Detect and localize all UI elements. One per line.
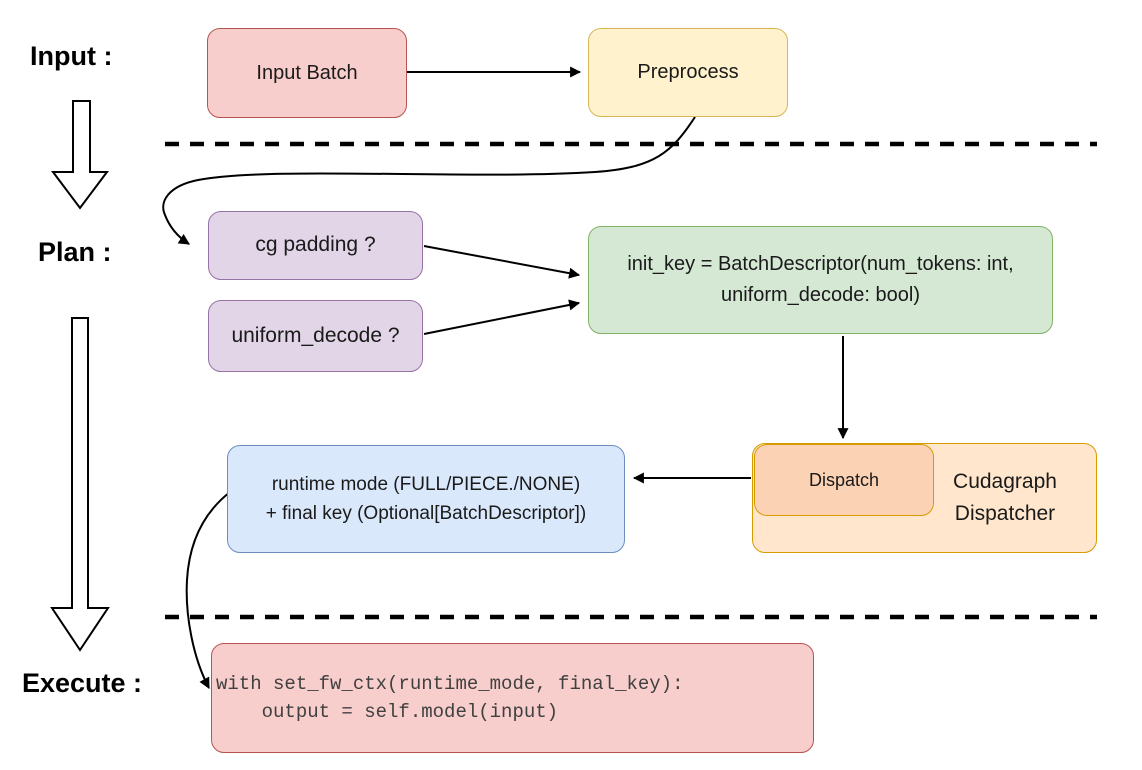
arrow-cgpadding-to-initkey [423,245,581,279]
node-input-batch: Input Batch [207,28,407,118]
arrow-runtime-to-execute [185,491,231,689]
stage-arrow-input-to-plan-icon [51,100,109,210]
arrow-uniformdecode-to-initkey [423,299,581,335]
node-input-batch-label: Input Batch [256,61,358,84]
node-runtime-result: runtime mode (FULL/PIECE./NONE) + final … [227,445,625,553]
node-preprocess-label: Preprocess [637,61,739,83]
stage-label-execute: Execute : [22,668,143,698]
node-cudagraph-dispatcher-line1: Cudagraph [953,470,1057,493]
node-init-key-line2: uniform_decode: bool) [720,284,920,306]
node-preprocess: Preprocess [588,28,788,117]
node-init-key-line1: init_key = BatchDescriptor(num_tokens: i… [627,253,1014,275]
node-cudagraph-dispatcher-line2: Dispatcher [954,502,1056,525]
node-cg-padding-label: cg padding ? [255,233,376,257]
stage-label-plan: Plan : [38,237,112,267]
node-uniform-decode: uniform_decode ? [208,300,423,372]
node-dispatch-label: Dispatch [808,469,880,490]
node-cg-padding: cg padding ? [208,211,423,280]
node-execute-code: with set_fw_ctx(runtime_mode, final_key)… [211,643,814,753]
node-init-key: init_key = BatchDescriptor(num_tokens: i… [588,226,1053,334]
node-runtime-result-line1: runtime mode (FULL/PIECE./NONE) [271,474,581,495]
node-execute-code-line2: output = self.model(input) [216,701,559,723]
node-dispatch: Dispatch [754,444,934,516]
arrow-preprocess-to-cgpadding [162,116,696,245]
node-execute-code-line1: with set_fw_ctx(runtime_mode, final_key)… [216,673,684,695]
stage-arrow-plan-to-execute-icon [50,317,110,652]
node-uniform-decode-label: uniform_decode ? [231,323,400,347]
stage-label-input: Input : [30,41,113,71]
node-runtime-result-line2: + final key (Optional[BatchDescriptor]) [265,503,587,524]
